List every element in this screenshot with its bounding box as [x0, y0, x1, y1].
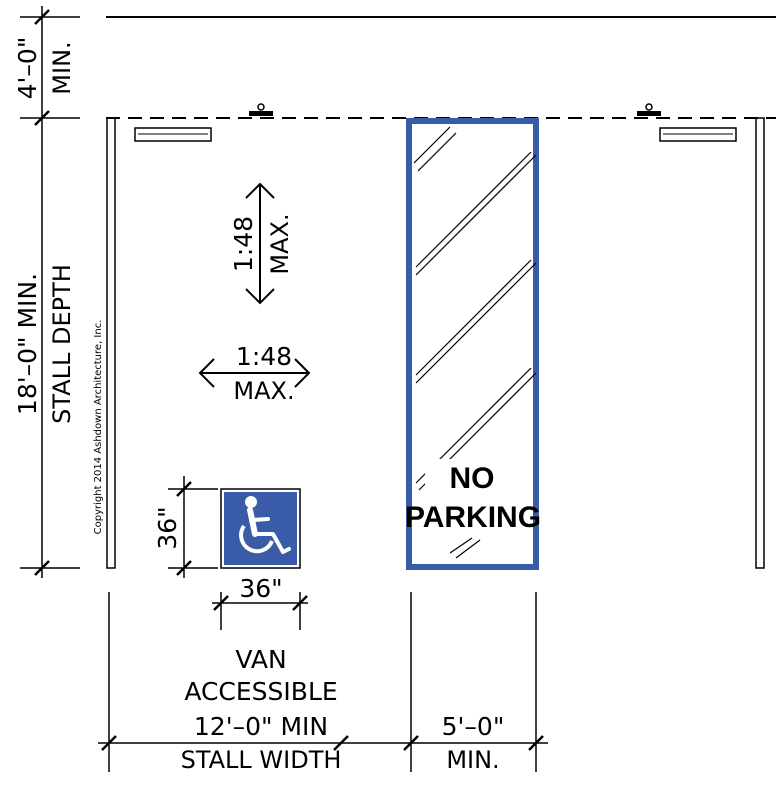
vertical-slope-ratio: 1:48: [229, 216, 258, 272]
no-parking-text-mask: [414, 497, 532, 533]
tick-mark: [333, 735, 349, 751]
wheel-stop-left: [134, 127, 212, 142]
tick-mark: [34, 9, 50, 25]
access-aisle-border: [406, 118, 539, 570]
accessibility-symbol-background: [224, 492, 297, 565]
left-stall-stripe: [106, 117, 116, 569]
tick-mark: [176, 560, 192, 576]
stall-depth-label: STALL DEPTH: [48, 264, 76, 424]
aisle-min-text: MIN.: [446, 746, 499, 774]
sign-post-right-head: [645, 103, 653, 111]
stall-width-dimension-text: 12'–0" MIN: [194, 712, 328, 741]
tick-mark: [101, 735, 117, 751]
horizontal-slope-max: MAX.: [233, 377, 294, 405]
sign-height-text: 36": [153, 506, 182, 549]
sign-post-left: [249, 111, 273, 116]
front-min-text: MIN.: [48, 41, 76, 94]
wheelchair-symbol-icon: [239, 496, 291, 554]
sign-post-right: [637, 111, 661, 116]
tick-mark: [176, 481, 192, 497]
depth-dimension-text: 18'–0" MIN.: [13, 273, 42, 415]
sign-width-text: 36": [239, 574, 282, 603]
right-stall-stripe: [755, 117, 765, 569]
copyright-text: Copyright 2014 Ashdown Architecture, Inc…: [93, 320, 104, 535]
tick-mark: [34, 110, 50, 126]
horizontal-slope-ratio: 1:48: [236, 342, 292, 371]
no-parking-text-mask: [425, 459, 517, 495]
front-dimension-text: 4'–0": [13, 37, 42, 100]
accessible-label: ACCESSIBLE: [184, 677, 337, 706]
tick-mark: [403, 735, 419, 751]
stall-width-label: STALL WIDTH: [181, 746, 342, 774]
no-parking-line-1: NO: [450, 462, 495, 495]
tick-mark: [34, 560, 50, 576]
arrowhead-down: [245, 288, 275, 305]
aisle-width-dimension-text: 5'–0": [442, 712, 505, 741]
wheel-stop-right: [659, 127, 737, 142]
van-label: VAN: [235, 645, 286, 674]
vertical-slope-max: MAX.: [266, 213, 294, 274]
sign-post-left-head: [257, 103, 265, 111]
arrowhead-left: [198, 358, 215, 388]
tick-mark: [292, 595, 308, 611]
tick-mark: [213, 595, 229, 611]
arrowhead-up: [245, 182, 275, 199]
tick-mark: [528, 735, 544, 751]
no-parking-line-2: PARKING: [405, 501, 541, 534]
arrowhead-right: [294, 358, 311, 388]
